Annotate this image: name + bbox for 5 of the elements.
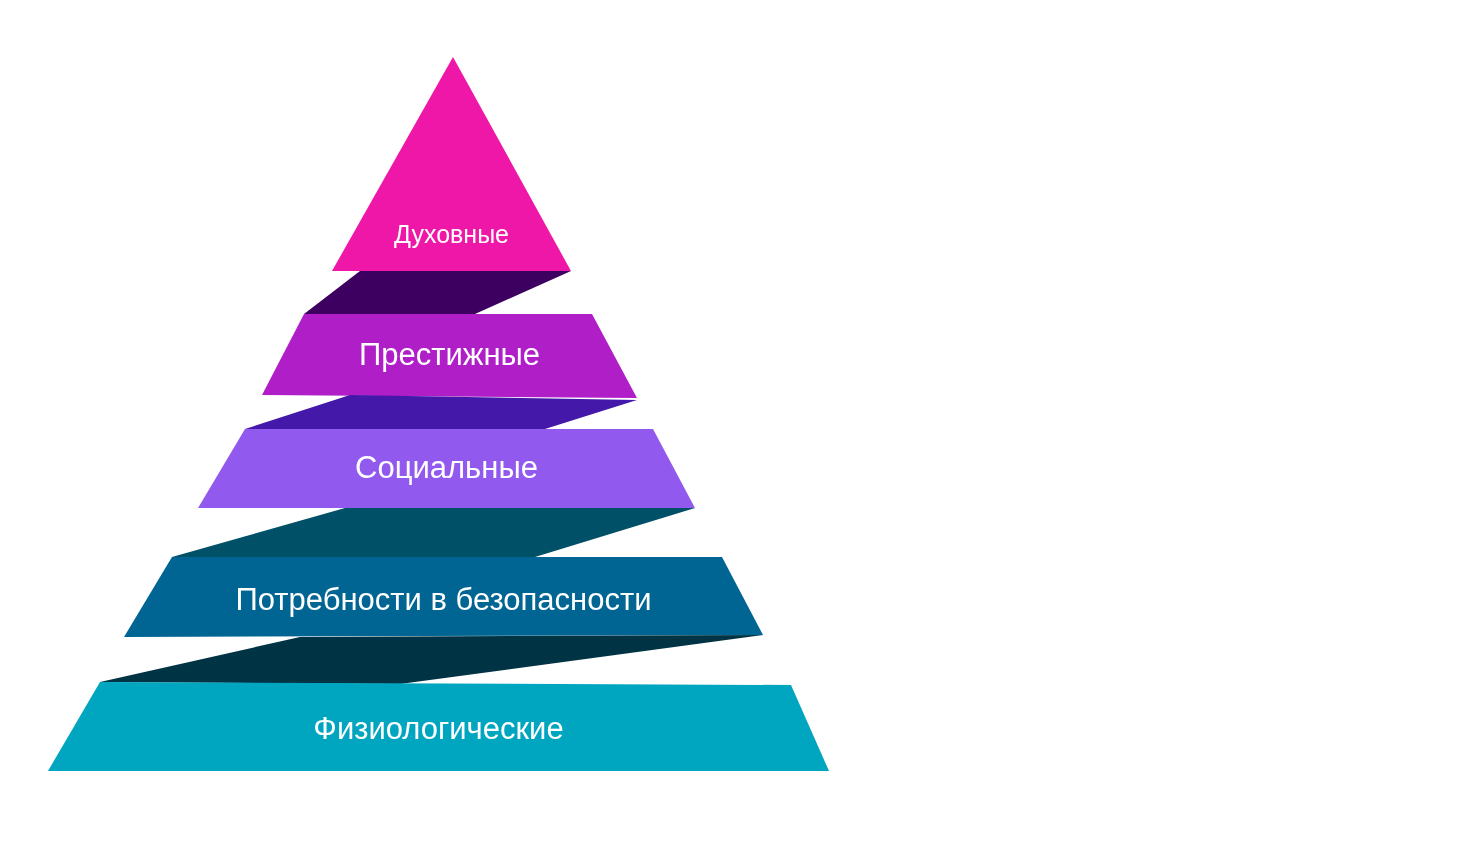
tier-label: Духовные xyxy=(393,219,510,250)
tier-label: Социальные xyxy=(355,449,538,487)
tier-label: Потребности в безопасности xyxy=(235,581,652,619)
tier-label: Престижные xyxy=(358,336,541,374)
tier-label: Физиологические xyxy=(313,710,564,748)
